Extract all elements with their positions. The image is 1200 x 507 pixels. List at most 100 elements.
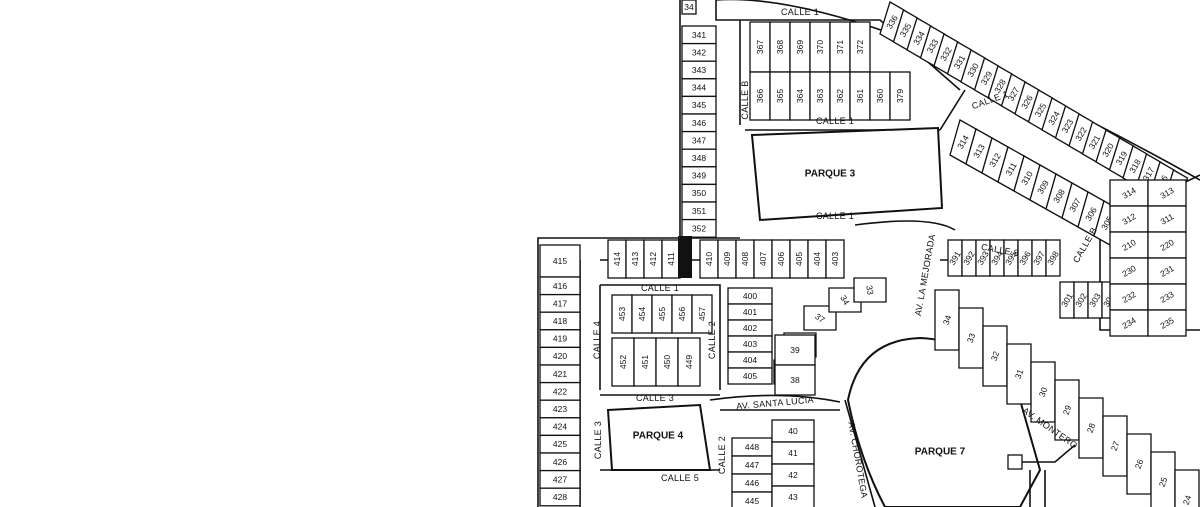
lot-number: 26 [1133, 458, 1146, 471]
lot-number: 347 [692, 135, 706, 145]
lot: 352 [681, 218, 717, 238]
lot-number: 412 [648, 252, 658, 266]
lot: 351 [681, 201, 717, 221]
lot: 329 [973, 57, 1000, 99]
lot: 413 [625, 239, 645, 279]
lot-number: 352 [692, 223, 706, 233]
lot-number: 422 [553, 386, 567, 396]
lot-number: 405 [743, 371, 757, 381]
lot-number: 408 [740, 252, 750, 266]
lot-number: 25 [1157, 476, 1170, 489]
lot: 41 [771, 441, 815, 465]
street-label: CALLE 1 [816, 211, 854, 221]
lot-ring: 37363534333938 [773, 277, 887, 396]
lot: 414 [607, 239, 627, 279]
lot: 428 [539, 487, 581, 507]
lot-number: 404 [812, 252, 822, 266]
lot-number: 448 [745, 442, 759, 452]
lot: 235 [1147, 309, 1187, 337]
lot: 34 [681, 0, 697, 15]
lot-number: 454 [637, 307, 647, 321]
lot: 369 [789, 21, 811, 73]
lot-number: 365 [775, 89, 785, 103]
lot: 330 [960, 49, 986, 91]
lot: 453 [611, 294, 633, 334]
lot: 397 [1031, 239, 1047, 277]
street-label: CALLE 1 [781, 7, 819, 17]
lot: 456 [671, 294, 693, 334]
lot-number: 379 [895, 89, 905, 103]
lot-number: 38 [790, 375, 800, 385]
lot: 34 [934, 289, 960, 351]
lot: 220 [1147, 231, 1187, 259]
highlighted-lot [678, 236, 692, 278]
lot: 234 [1109, 309, 1149, 337]
lot-number: 403 [830, 252, 840, 266]
street-label: CALLE 1 [816, 116, 854, 126]
lot: 210 [1109, 231, 1149, 259]
lot-number: 368 [775, 40, 785, 54]
lot-number: 360 [875, 89, 885, 103]
lot: 301 [1059, 281, 1075, 319]
lot-number: 372 [855, 40, 865, 54]
lot: 409 [717, 239, 737, 279]
lot-number: 407 [758, 252, 768, 266]
lot: 447 [731, 455, 773, 475]
lot: 419 [539, 329, 581, 349]
lot-number: 30 [1037, 386, 1050, 399]
lot: 451 [633, 337, 657, 387]
lot: 43 [771, 485, 815, 507]
lot: 427 [539, 469, 581, 489]
lot: 314 [1109, 179, 1149, 207]
street-label: AV. SANTA LUCIA [736, 395, 814, 412]
lot: 400 [727, 287, 773, 305]
lot-number: 400 [743, 291, 757, 301]
lot: 415 [539, 244, 581, 278]
street-label: CALLE 1 [641, 283, 679, 293]
lot-number: 455 [657, 307, 667, 321]
lot: 404 [807, 239, 827, 279]
lot: 24 [1174, 469, 1200, 507]
lot: 230 [1109, 257, 1149, 285]
lot: 312 [1109, 205, 1149, 233]
lot-number: 34 [684, 2, 694, 12]
lot-number: 447 [745, 460, 759, 470]
lot: 417 [539, 293, 581, 313]
lot: 321 [1081, 121, 1108, 163]
park-label: PARQUE 3 [805, 169, 856, 180]
lot: 362 [829, 71, 851, 121]
lot: 450 [655, 337, 679, 387]
lot: 361 [849, 71, 871, 121]
lot: 367 [749, 21, 771, 73]
lot-number: 346 [692, 118, 706, 128]
lot: 311 [1147, 205, 1187, 233]
lot-number: 425 [553, 439, 567, 449]
street-label: CALLE B [740, 80, 750, 119]
lot-number: 419 [553, 334, 567, 344]
lot-number: 426 [553, 457, 567, 467]
lot-number: 342 [692, 47, 706, 57]
lot: 410 [699, 239, 719, 279]
lot-number: 363 [815, 89, 825, 103]
lot: 446 [731, 473, 773, 493]
lot: 454 [631, 294, 653, 334]
lot-number: 27 [1109, 440, 1122, 453]
lot: 42 [771, 463, 815, 487]
lot-number: 366 [755, 89, 765, 103]
lot: 412 [643, 239, 663, 279]
lot-number: 445 [745, 496, 759, 506]
lot: 408 [735, 239, 755, 279]
lot-number: 24 [1181, 494, 1194, 507]
lot: 25 [1150, 451, 1176, 507]
street-label: CALLE 3 [593, 421, 603, 459]
lot: 34 [828, 287, 862, 313]
lot-number: 34 [941, 314, 954, 327]
park-label: PARQUE 4 [633, 431, 684, 442]
street-label: CALLE 2 [707, 321, 717, 359]
lot: 420 [539, 346, 581, 366]
lot: 303 [1087, 281, 1103, 319]
